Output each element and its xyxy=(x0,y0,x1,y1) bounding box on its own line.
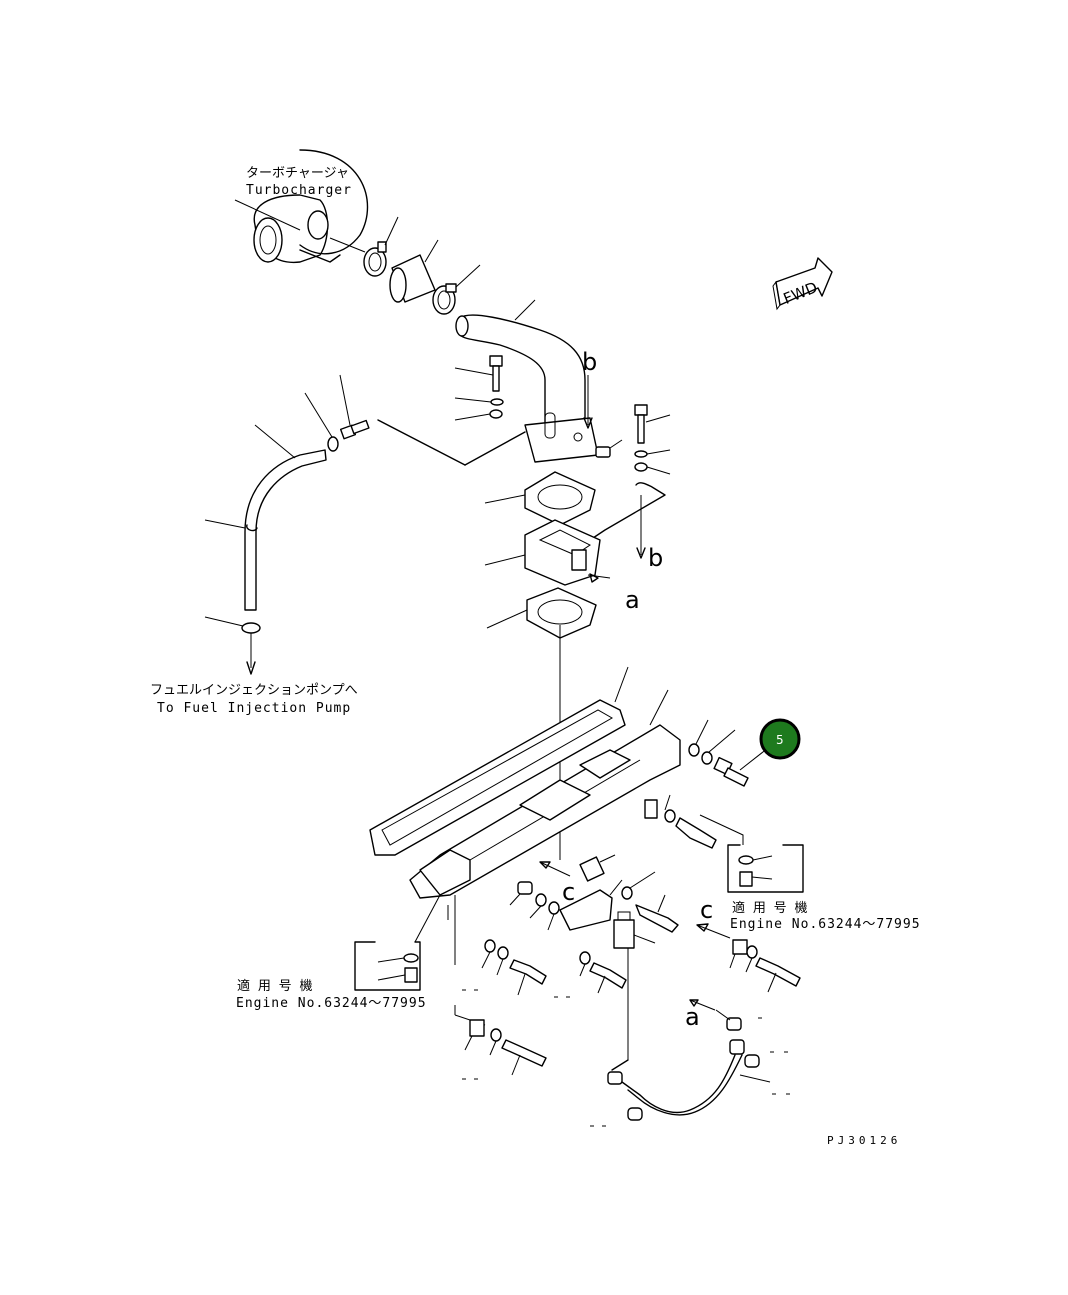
callout-badge[interactable]: 5 xyxy=(759,718,801,760)
applicable-box-left xyxy=(354,894,456,991)
gasket-upper xyxy=(484,471,596,526)
flange-block xyxy=(484,519,611,586)
elbow-pipe xyxy=(455,299,599,463)
bolt-lower-right xyxy=(729,939,801,993)
applicable-box-right xyxy=(699,814,804,893)
ref-b-bottom: b xyxy=(648,544,663,572)
badge-number: 5 xyxy=(776,733,784,747)
ref-b-top: b xyxy=(582,348,597,376)
callout-stubs xyxy=(462,989,790,1127)
ref-c-left: c xyxy=(562,878,575,906)
bolt-manifold-right xyxy=(688,719,769,787)
exhaust-manifold xyxy=(369,666,681,899)
fuel-line xyxy=(204,374,526,675)
turbocharger-label-en: Turbocharger xyxy=(246,183,352,198)
clamp-lower xyxy=(432,264,481,315)
ref-a-top: a xyxy=(625,586,640,614)
bolt-bottom-left xyxy=(454,1005,547,1076)
applicable-jp-left: 適 用 号 機 xyxy=(237,978,312,994)
fuel-pump-label-en: To Fuel Injection Pump xyxy=(157,701,351,716)
applicable-jp-right: 適 用 号 機 xyxy=(732,900,807,916)
fwd-arrow: FWD xyxy=(772,257,833,311)
wire-harness xyxy=(607,999,771,1121)
ref-a-bottom: a xyxy=(685,1003,700,1031)
applicable-en-left: Engine No.63244～77995 xyxy=(236,996,427,1011)
ref-c-right-arrow xyxy=(696,923,731,939)
drawing-number: PJ30126 xyxy=(827,1134,901,1147)
plug xyxy=(595,439,623,458)
bracket-middle xyxy=(644,794,717,849)
hose xyxy=(389,239,439,303)
applicable-en-right: Engine No.63244～77995 xyxy=(730,917,921,932)
bolt-lower-middle xyxy=(579,951,627,994)
bolt-lower-left xyxy=(481,939,547,996)
ref-c-left-arrow xyxy=(539,861,571,877)
ref-c-right: c xyxy=(700,896,713,924)
fuel-pump-label-jp: フュエルインジェクションポンプへ xyxy=(150,683,358,698)
clamp-upper xyxy=(363,216,399,277)
sensor-bracket xyxy=(559,854,679,1060)
turbo-leader xyxy=(329,237,366,253)
turbocharger-label-jp: ターボチャージャ xyxy=(246,166,349,181)
turbocharger-drawing xyxy=(234,149,369,264)
nut-washers-left xyxy=(509,881,560,931)
bolt-elbow-left xyxy=(454,355,504,421)
bolt-upper-right xyxy=(589,404,671,559)
